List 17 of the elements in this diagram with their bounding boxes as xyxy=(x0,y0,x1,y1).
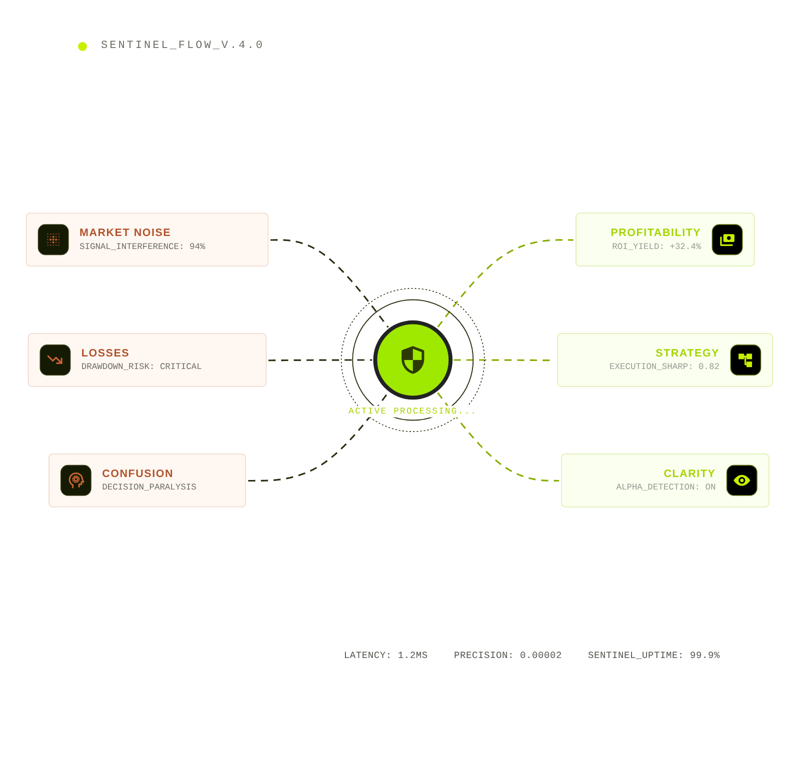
node-text: PROFITABILITY ROI_YIELD: +32.4% xyxy=(610,226,702,254)
node-text: CONFUSION DECISION_PARALYSIS xyxy=(102,466,198,495)
dashed-connector xyxy=(248,392,389,482)
node-text: LOSSES DRAWDOWN_RISK: CRITICAL xyxy=(81,346,203,375)
dashed-connector xyxy=(268,359,372,362)
metric-readout: LATENCY: 1.2MS xyxy=(344,650,428,661)
metric-readout: SENTINEL_UPTIME: 99.9% xyxy=(588,650,720,661)
node-text: MARKET NOISE SIGNAL_INTERFERENCE: 94% xyxy=(80,226,206,254)
title-text: SENTINEL_FLOW_V.4.0 xyxy=(101,40,264,52)
dashed-connector xyxy=(270,239,389,328)
metric-readout: PRECISION: 0.00002 xyxy=(454,650,562,661)
status-text: ACTIVE PROCESSING... xyxy=(348,406,478,417)
node-text: CLARITY ALPHA_DETECTION: ON xyxy=(615,466,716,495)
node-text: STRATEGY EXECUTION_SHARP: 0.82 xyxy=(608,346,720,375)
dashed-connector xyxy=(437,239,574,328)
dashed-connector xyxy=(437,392,560,482)
dashed-connector xyxy=(453,359,556,362)
